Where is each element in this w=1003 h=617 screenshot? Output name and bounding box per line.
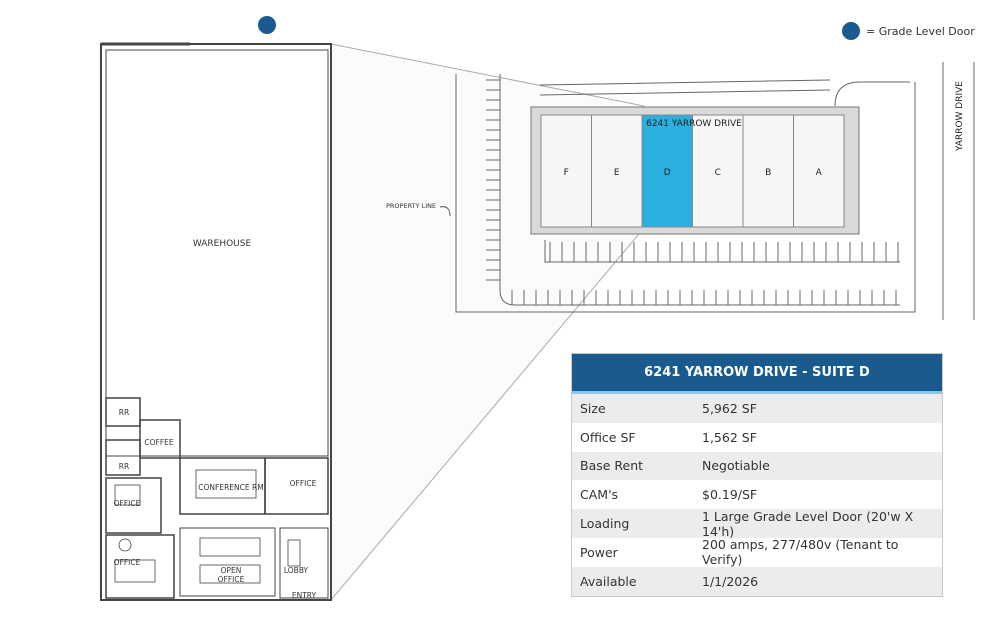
suite-c	[692, 114, 744, 228]
room-warehouse: WAREHOUSE	[193, 239, 252, 249]
spec-label: Base Rent	[580, 458, 644, 474]
room-coffee: COFFEE	[144, 438, 174, 447]
grade-level-door-icon	[842, 22, 860, 40]
spec-label: Size	[580, 400, 606, 416]
suite-b	[742, 114, 794, 228]
room-rr-bottom: RR	[119, 462, 129, 471]
suite-label-b: B	[765, 168, 771, 178]
room-office-right: OFFICE	[290, 479, 317, 488]
spec-value: Negotiable	[702, 458, 770, 474]
spec-label: Available	[580, 573, 637, 589]
spec-row: Office SF 1,562 SF	[572, 423, 942, 452]
suite-label-a: A	[816, 168, 823, 178]
room-office-left-bottom: OFFICE	[114, 558, 141, 567]
street-label: YARROW DRIVE	[955, 81, 965, 152]
parking-bottom	[511, 290, 897, 305]
legend-label: = Grade Level Door	[866, 24, 975, 38]
spec-value: 1,562 SF	[702, 429, 757, 445]
suite-a	[793, 114, 845, 228]
legend: = Grade Level Door	[842, 22, 975, 40]
room-lobby: LOBBY	[284, 566, 309, 575]
parking-left	[486, 79, 500, 281]
suite-label-d: D	[664, 168, 671, 178]
spec-label: Office SF	[580, 429, 636, 445]
spec-label: CAM's	[580, 487, 619, 503]
spec-row: Base Rent Negotiable	[572, 451, 942, 481]
spec-label: Power	[580, 544, 618, 560]
floor-plan	[100, 42, 332, 601]
suite-f	[540, 114, 592, 228]
site-plan	[455, 62, 975, 320]
spec-value: 200 amps, 277/480v (Tenant to Verify)	[702, 537, 899, 568]
spec-label: Loading	[580, 516, 630, 532]
spec-value: 1/1/2026	[702, 573, 759, 589]
specs-rows: Size 5,962 SF Office SF 1,562 SF Base Rent Ne…	[572, 394, 942, 596]
specs-title: 6241 YARROW DRIVE - SUITE D	[572, 354, 942, 394]
suite-e	[591, 114, 643, 228]
room-entry: ENTRY	[292, 591, 317, 600]
suite-label-f: F	[564, 168, 569, 178]
specs-table: 6241 YARROW DRIVE - SUITE D Size 5,962 SF…	[571, 353, 943, 597]
suite-d	[641, 114, 693, 228]
building-address-label: 6241 YARROW DRIVE	[646, 119, 742, 129]
grade-level-door-marker	[258, 16, 276, 34]
spec-row: Power 200 amps, 277/480v (Tenant to Verif…	[572, 537, 942, 568]
spec-row: Available 1/1/2026	[572, 566, 942, 596]
suite-label-e: E	[614, 168, 620, 178]
parking-mid	[549, 242, 899, 262]
spec-value: 1 Large Grade Level Door (20'w X 14'h)	[702, 508, 914, 539]
spec-row: Size 5,962 SF	[572, 394, 942, 423]
room-rr-top: RR	[119, 408, 129, 417]
property-line-label: PROPERTY LINE	[386, 202, 436, 210]
suite-label-c: C	[715, 168, 721, 178]
room-office-left-top: OFFICE	[114, 499, 141, 508]
spec-row: CAM's $0.19/SF	[572, 480, 942, 509]
spec-value: 5,962 SF	[702, 400, 757, 416]
floor-plan-labels: WAREHOUSE RR COFFEE RR CONFERENCE RM OFF…	[114, 239, 317, 600]
spec-value: $0.19/SF	[702, 487, 758, 503]
spec-row: Loading 1 Large Grade Level Door (20'w X …	[572, 508, 942, 539]
room-conference: CONFERENCE RM	[198, 483, 263, 492]
